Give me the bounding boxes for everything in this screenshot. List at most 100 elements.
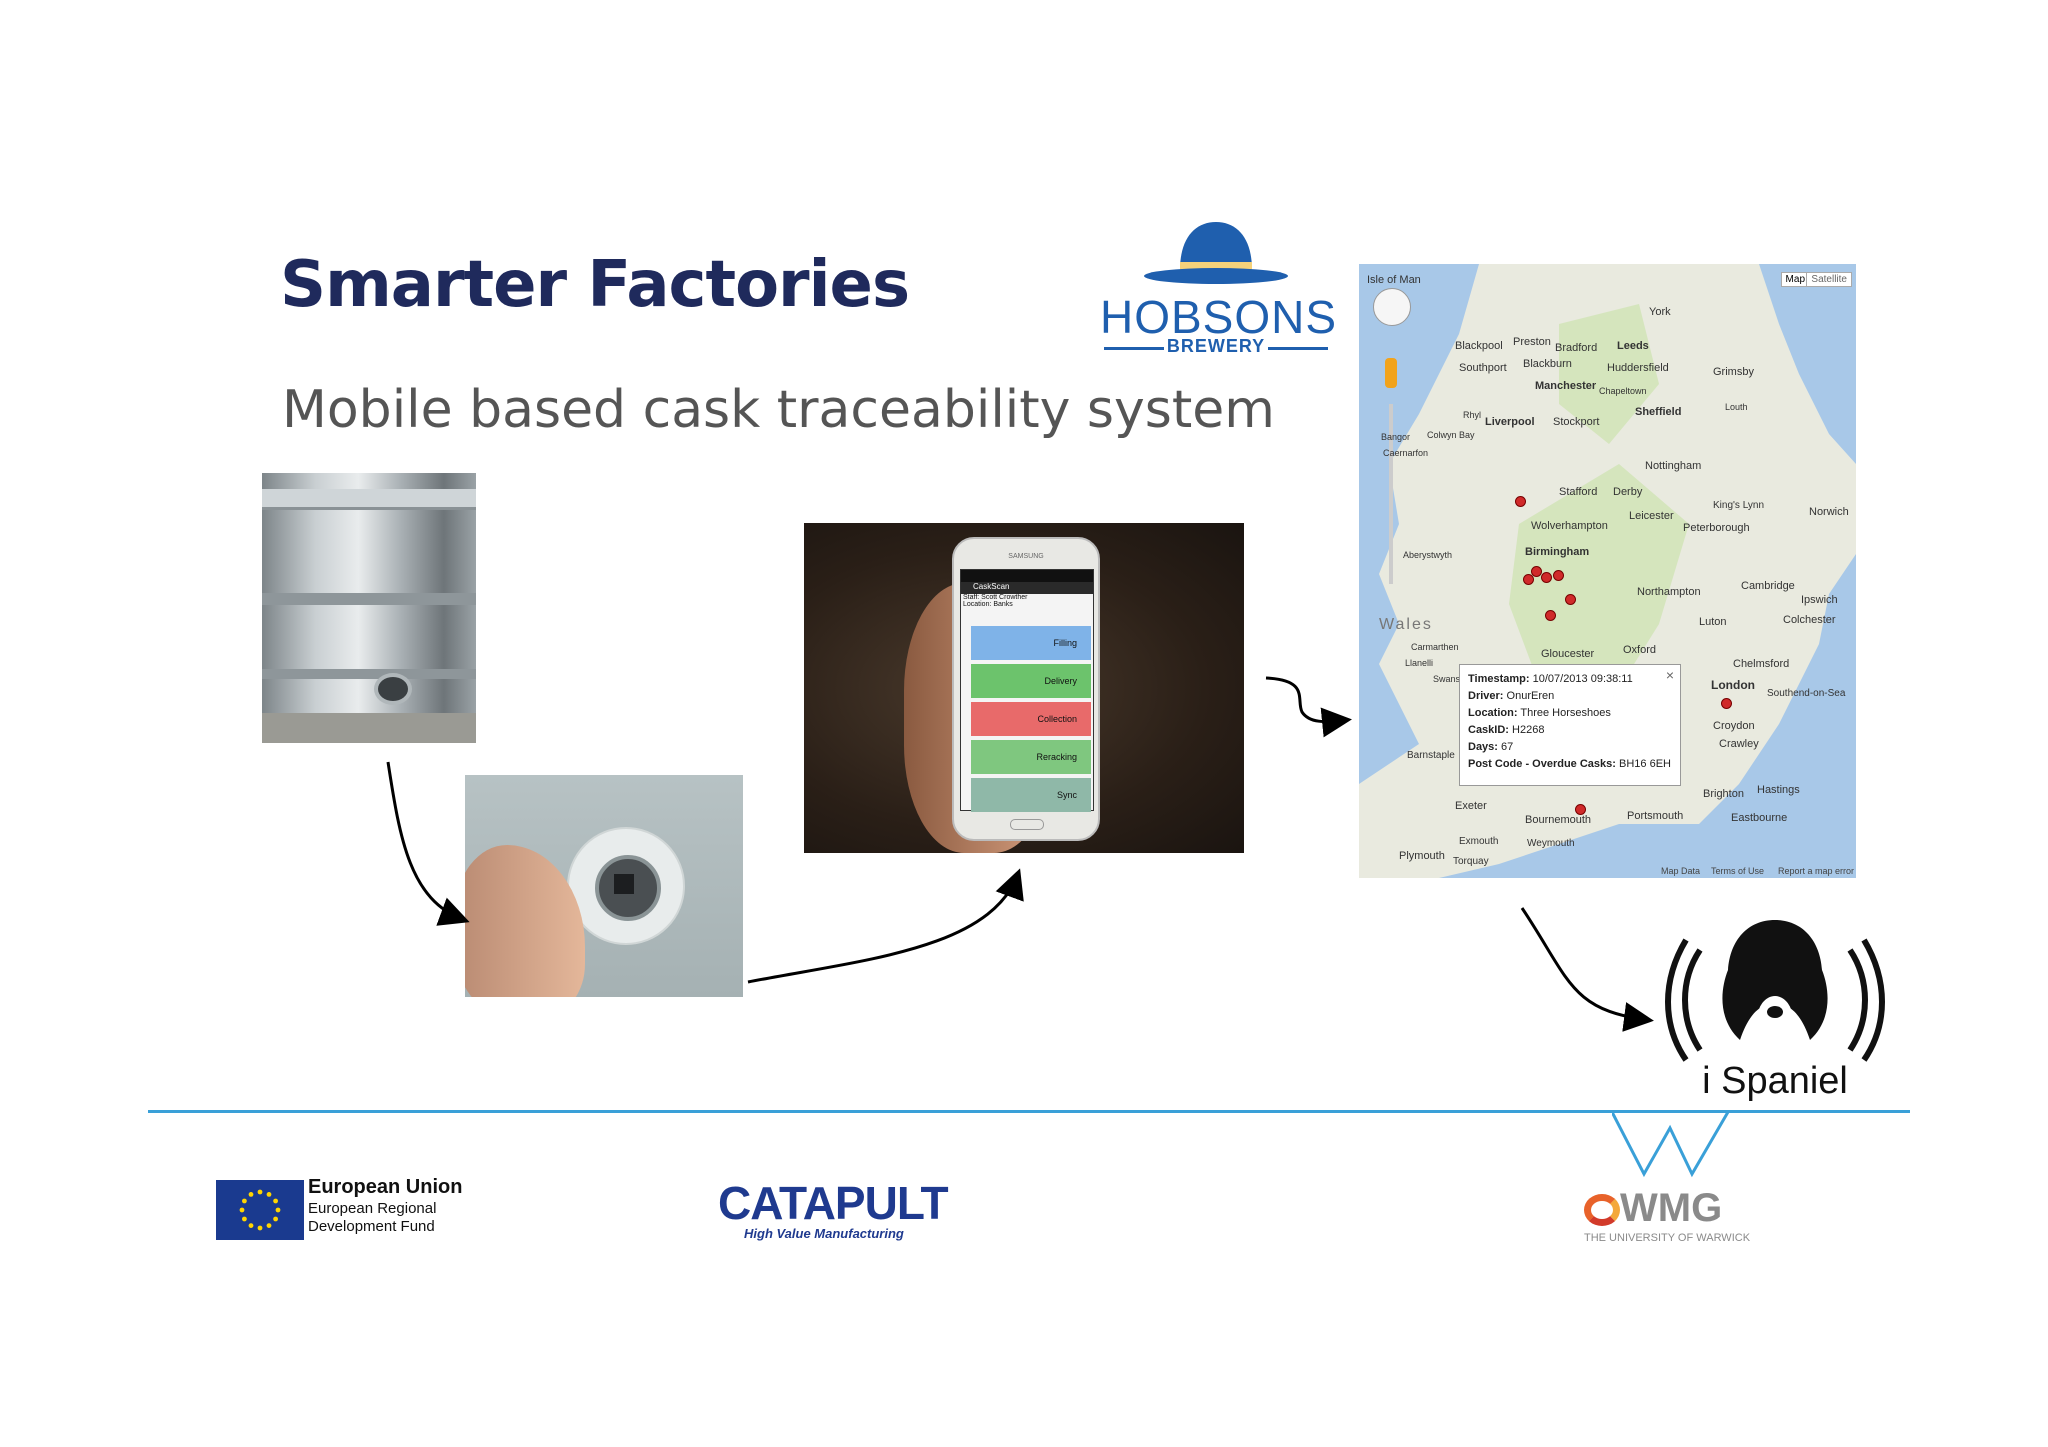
popup-postcode-row: Post Code - Overdue Casks: BH16 6EH <box>1468 758 1671 770</box>
popup-days-row: Days: 67 <box>1468 741 1514 753</box>
map-marker[interactable] <box>1523 574 1534 585</box>
popup-driver-row: Driver: OnurEren <box>1468 690 1555 702</box>
map-footer-report[interactable]: Report a map error <box>1777 866 1854 876</box>
hobsons-name: HOBSONS <box>1100 291 1338 343</box>
place-oxford: Oxford <box>1623 644 1657 656</box>
map-label-wales: Wales <box>1379 616 1433 633</box>
place-isle-of-man: Isle of Man <box>1367 274 1421 286</box>
pan-control[interactable] <box>1373 288 1411 326</box>
place-hastings: Hastings <box>1757 784 1800 796</box>
place-ipswich: Ipswich <box>1801 594 1838 606</box>
popup-location-row: Location: Three Horseshoes <box>1468 707 1611 719</box>
place-colwyn-bay: Colwyn Bay <box>1427 430 1475 440</box>
place-cambridge: Cambridge <box>1741 580 1795 592</box>
map-marker[interactable] <box>1553 570 1564 581</box>
map-marker[interactable] <box>1575 804 1586 815</box>
zoom-slider[interactable] <box>1389 404 1393 584</box>
place-eastbourne: Eastbourne <box>1731 812 1788 824</box>
place-bournemouth: Bournemouth <box>1525 814 1592 826</box>
menu-reracking[interactable]: Reracking <box>971 740 1091 774</box>
map-marker[interactable] <box>1721 698 1732 709</box>
place-louth: Louth <box>1725 402 1748 412</box>
place-london: London <box>1711 678 1755 692</box>
menu-delivery[interactable]: Delivery <box>971 664 1091 698</box>
home-button <box>1010 819 1044 830</box>
map-footer-terms[interactable]: Terms of Use <box>1710 866 1764 876</box>
wmg-chevron <box>1612 1111 1730 1178</box>
menu-collection[interactable]: Collection <box>971 702 1091 736</box>
map-marker[interactable] <box>1541 572 1552 583</box>
place-barnstaple: Barnstaple <box>1407 750 1455 761</box>
place-colchester: Colchester <box>1783 614 1836 626</box>
ispaniel-name: i Spaniel <box>1702 1060 1848 1102</box>
map-marker[interactable] <box>1531 566 1542 577</box>
place-llanelli: Llanelli <box>1405 658 1434 668</box>
phone-photo: SAMSUNG CaskScan Staff: Scott Crowther L… <box>804 523 1244 853</box>
arrow-map-to-ispaniel <box>1520 907 1654 1032</box>
map-marker[interactable] <box>1545 610 1556 621</box>
eu-title: European Union <box>308 1176 463 1198</box>
arrow-phone-to-map <box>1265 676 1352 738</box>
place-stockport: Stockport <box>1553 416 1600 428</box>
keg-bung <box>374 673 412 705</box>
place-sheffield: Sheffield <box>1635 406 1682 418</box>
place-portsmouth: Portsmouth <box>1627 810 1684 822</box>
place-southport: Southport <box>1459 362 1507 374</box>
place-weymouth: Weymouth <box>1527 838 1575 849</box>
place-luton: Luton <box>1699 616 1727 628</box>
phone-brand: SAMSUNG <box>1008 553 1044 560</box>
eu-flag <box>216 1180 304 1240</box>
place-york: York <box>1649 306 1671 318</box>
place-preston: Preston <box>1513 336 1551 348</box>
place-peterborough: Peterborough <box>1683 522 1750 534</box>
map-control-satellite[interactable]: Satellite <box>1806 272 1852 287</box>
place-blackburn: Blackburn <box>1523 358 1572 370</box>
app-name: CaskScan <box>961 582 1093 594</box>
place-gloucester: Gloucester <box>1541 648 1595 660</box>
slide-subtitle: Mobile based cask traceability system <box>282 380 1275 440</box>
hobsons-logo: HOBSONS BREWERY <box>1100 218 1338 358</box>
hobsons-tagline: BREWERY <box>1164 336 1268 357</box>
bowler-hat-icon <box>1144 222 1288 284</box>
place-grimsby: Grimsby <box>1713 366 1754 378</box>
uk-map: Map Satellite Wales Isle of Man York Bla… <box>1359 264 1856 878</box>
place-derby: Derby <box>1613 486 1643 498</box>
nfc-chip-core <box>614 874 634 894</box>
slide-title: Smarter Factories <box>280 248 910 322</box>
map-marker[interactable] <box>1565 594 1576 605</box>
place-chapeltown: Chapeltown <box>1599 386 1647 396</box>
eu-logo: European Union European Regional Develop… <box>216 1176 476 1244</box>
place-chelmsford: Chelmsford <box>1733 658 1790 670</box>
map-control-map[interactable]: Map <box>1780 272 1810 287</box>
place-plymouth: Plymouth <box>1399 850 1445 862</box>
location-line: Location: Banks <box>963 601 1013 608</box>
eu-line2: Development Fund <box>308 1218 435 1235</box>
pegman-icon[interactable] <box>1385 358 1397 388</box>
place-leicester: Leicester <box>1629 510 1674 522</box>
popup-timestamp-row: Timestamp: 10/07/2013 09:38:11 <box>1468 673 1633 685</box>
place-bradford: Bradford <box>1555 342 1598 354</box>
place-kings-lynn: King's Lynn <box>1713 500 1765 511</box>
menu-sync[interactable]: Sync <box>971 778 1091 812</box>
place-liverpool: Liverpool <box>1485 416 1535 428</box>
place-huddersfield: Huddersfield <box>1607 362 1669 374</box>
catapult-name: CATAPULT <box>718 1177 949 1229</box>
place-rhyl: Rhyl <box>1463 410 1482 420</box>
catapult-logo: CATAPULT High Value Manufacturing <box>718 1176 949 1246</box>
place-exmouth: Exmouth <box>1459 836 1499 847</box>
place-caernarfon: Caernarfon <box>1383 448 1429 458</box>
ispaniel-logo: i Spaniel <box>1660 910 1890 1110</box>
place-aberystwyth: Aberystwyth <box>1403 550 1453 560</box>
cask-info-popup: × Timestamp: 10/07/2013 09:38:11 Driver:… <box>1459 664 1681 786</box>
place-brighton: Brighton <box>1703 788 1744 800</box>
popup-close-icon[interactable]: × <box>1665 667 1674 683</box>
place-northampton: Northampton <box>1637 586 1701 598</box>
keg-ground <box>262 713 476 743</box>
menu-filling[interactable]: Filling <box>971 626 1091 660</box>
map-footer-data[interactable]: Map Data <box>1660 866 1700 876</box>
popup-caskid-row: CaskID: H2268 <box>1468 724 1545 736</box>
place-manchester: Manchester <box>1535 380 1597 392</box>
place-norwich: Norwich <box>1809 506 1849 518</box>
map-marker[interactable] <box>1515 496 1526 507</box>
phone-screen: CaskScan Staff: Scott Crowther Location:… <box>960 569 1094 812</box>
